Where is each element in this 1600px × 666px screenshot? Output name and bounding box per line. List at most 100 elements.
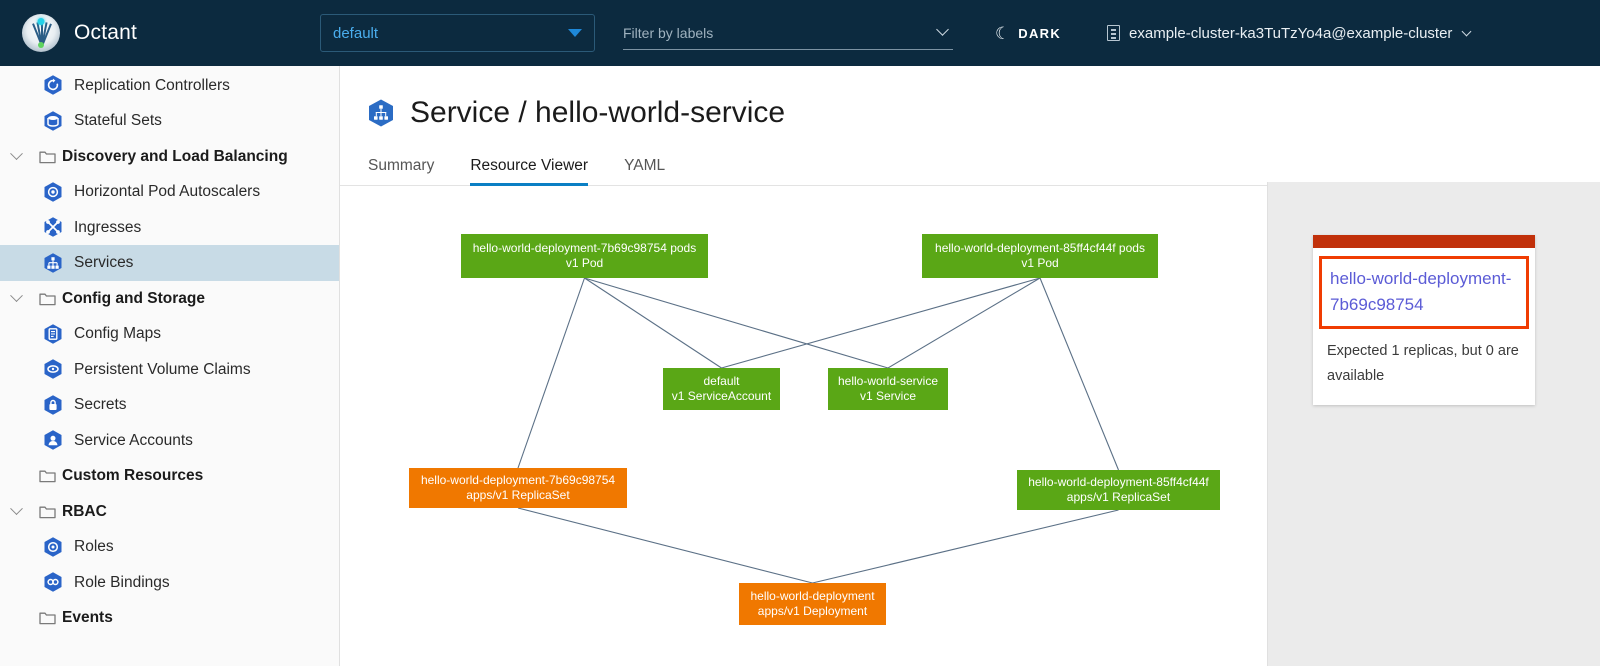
service-icon xyxy=(369,99,393,127)
graph-node-name: hello-world-deployment-85ff4cf44f pods xyxy=(935,241,1145,255)
ingresses-icon xyxy=(32,216,74,238)
graph-edges xyxy=(517,277,1120,584)
chevron-down-icon[interactable] xyxy=(936,23,949,36)
sidebar-item-config-maps[interactable]: Config Maps xyxy=(0,316,339,352)
folder-icon xyxy=(32,468,62,483)
sidebar-item-label: Custom Resources xyxy=(62,467,204,484)
chevron-down-icon xyxy=(1461,26,1472,37)
services-icon xyxy=(32,252,74,274)
namespace-select[interactable]: default xyxy=(320,14,595,52)
graph-node-kind: apps/v1 ReplicaSet xyxy=(1066,490,1171,504)
sidebar-item-ingresses[interactable]: Ingresses xyxy=(0,210,339,246)
sidebar-item-label: Horizontal Pod Autoscalers xyxy=(74,183,261,200)
chevron-down-icon xyxy=(568,29,582,37)
sidebar-item-horizontal-pod-autoscalers[interactable]: Horizontal Pod Autoscalers xyxy=(0,174,339,210)
sidebar-item-discovery-and-load-balancing[interactable]: Discovery and Load Balancing xyxy=(0,139,339,175)
sidebar: Replica SetsReplication ControllersState… xyxy=(0,50,340,666)
sidebar-item-label: Config Maps xyxy=(74,325,162,342)
stateful-sets-icon xyxy=(32,110,74,132)
config-maps-icon xyxy=(32,323,74,345)
sidebar-item-role-bindings[interactable]: Role Bindings xyxy=(0,565,339,601)
detail-card-link[interactable]: hello-world-deployment-7b69c98754 xyxy=(1330,269,1512,314)
sidebar-item-label: RBAC xyxy=(62,502,107,520)
detail-card-title-box: hello-world-deployment-7b69c98754 xyxy=(1319,256,1529,329)
moon-icon: ☾ xyxy=(995,23,1011,43)
role-bindings-icon xyxy=(32,571,74,593)
sidebar-nav-list: Replica SetsReplication ControllersState… xyxy=(0,50,339,636)
graph-edge xyxy=(584,277,889,369)
graph-node-name: hello-world-service xyxy=(837,374,939,388)
graph-node-kind: v1 Pod xyxy=(565,256,604,270)
tab-bar: Summary Resource Viewer YAML xyxy=(340,150,1600,186)
sidebar-item-config-and-storage[interactable]: Config and Storage xyxy=(0,281,339,317)
page-title: Service / hello-world-service xyxy=(340,66,1600,130)
graph-node-name: hello-world-deployment-7b69c98754 pods xyxy=(472,241,697,255)
sidebar-item-roles[interactable]: Roles xyxy=(0,529,339,565)
label-filter-placeholder: Filter by labels xyxy=(623,24,714,41)
chevron-down-icon[interactable] xyxy=(0,147,32,161)
brand-name: Octant xyxy=(74,21,138,44)
sidebar-item-events[interactable]: Events xyxy=(0,600,339,636)
tab-summary[interactable]: Summary xyxy=(368,157,435,174)
tab-yaml[interactable]: YAML xyxy=(624,157,666,174)
graph-edge xyxy=(887,277,1041,369)
sidebar-item-label: Services xyxy=(74,254,134,271)
label-filter-input[interactable]: Filter by labels xyxy=(623,16,953,50)
cluster-icon xyxy=(1107,25,1121,41)
graph-node-name: hello-world-deployment-85ff4cf44f xyxy=(1028,475,1209,489)
detail-panel: hello-world-deployment-7b69c98754 Expect… xyxy=(1267,182,1600,666)
detail-card-message: Expected 1 replicas, but 0 are available xyxy=(1327,343,1519,384)
folder-icon xyxy=(32,610,62,625)
sidebar-item-label: Ingresses xyxy=(74,218,142,236)
sidebar-item-services[interactable]: Services xyxy=(0,245,339,281)
detail-card: hello-world-deployment-7b69c98754 Expect… xyxy=(1313,235,1535,405)
app-header: Octant default Filter by labels ☾ DARK e… xyxy=(0,0,1600,66)
chevron-down-icon[interactable] xyxy=(0,502,32,516)
chevron-down-icon[interactable] xyxy=(0,289,32,303)
page-title-text: Service / hello-world-service xyxy=(410,96,786,129)
cluster-select[interactable]: example-cluster-ka3TuTzYo4a@example-clus… xyxy=(1107,24,1472,42)
detail-card-status-bar xyxy=(1313,235,1535,248)
sidebar-item-service-accounts[interactable]: Service Accounts xyxy=(0,423,339,459)
sidebar-item-replication-controllers[interactable]: Replication Controllers xyxy=(0,68,339,104)
graph-node-name: hello-world-deployment xyxy=(750,589,875,603)
main-content: Service / hello-world-service Summary Res… xyxy=(340,66,1600,666)
graph-node-kind: v1 Service xyxy=(859,389,917,403)
sidebar-item-persistent-volume-claims[interactable]: Persistent Volume Claims xyxy=(0,352,339,388)
replication-controllers-icon xyxy=(32,74,74,96)
pvc-icon xyxy=(32,358,74,380)
graph-edge xyxy=(584,277,722,369)
graph-node-name: hello-world-deployment-7b69c98754 xyxy=(420,473,616,487)
sidebar-item-label: Events xyxy=(62,609,113,626)
sidebar-item-label: Replication Controllers xyxy=(74,76,230,94)
graph-node-kind: v1 ServiceAccount xyxy=(671,389,772,403)
roles-icon xyxy=(32,536,74,558)
graph-edge xyxy=(517,277,586,469)
graph-edge xyxy=(812,509,1119,584)
sidebar-item-label: Discovery and Load Balancing xyxy=(62,147,288,165)
sidebar-item-label: Config and Storage xyxy=(62,289,205,307)
graph-edge xyxy=(1039,277,1120,471)
secrets-icon xyxy=(32,394,74,416)
theme-toggle[interactable]: ☾ DARK xyxy=(995,25,1061,42)
folder-icon xyxy=(32,291,62,306)
sidebar-item-custom-resources[interactable]: Custom Resources xyxy=(0,458,339,494)
sidebar-item-stateful-sets[interactable]: Stateful Sets xyxy=(0,103,339,139)
sidebar-item-label: Stateful Sets xyxy=(74,112,162,129)
cluster-label: example-cluster-ka3TuTzYo4a@example-clus… xyxy=(1129,24,1453,42)
folder-icon xyxy=(32,149,62,164)
sidebar-item-rbac[interactable]: RBAC xyxy=(0,494,339,530)
sidebar-item-label: Persistent Volume Claims xyxy=(74,360,251,378)
graph-edge xyxy=(517,507,813,584)
service-accounts-icon xyxy=(32,429,74,451)
tab-resource-viewer[interactable]: Resource Viewer xyxy=(470,157,589,186)
folder-icon xyxy=(32,504,62,519)
sidebar-item-secrets[interactable]: Secrets xyxy=(0,387,339,423)
